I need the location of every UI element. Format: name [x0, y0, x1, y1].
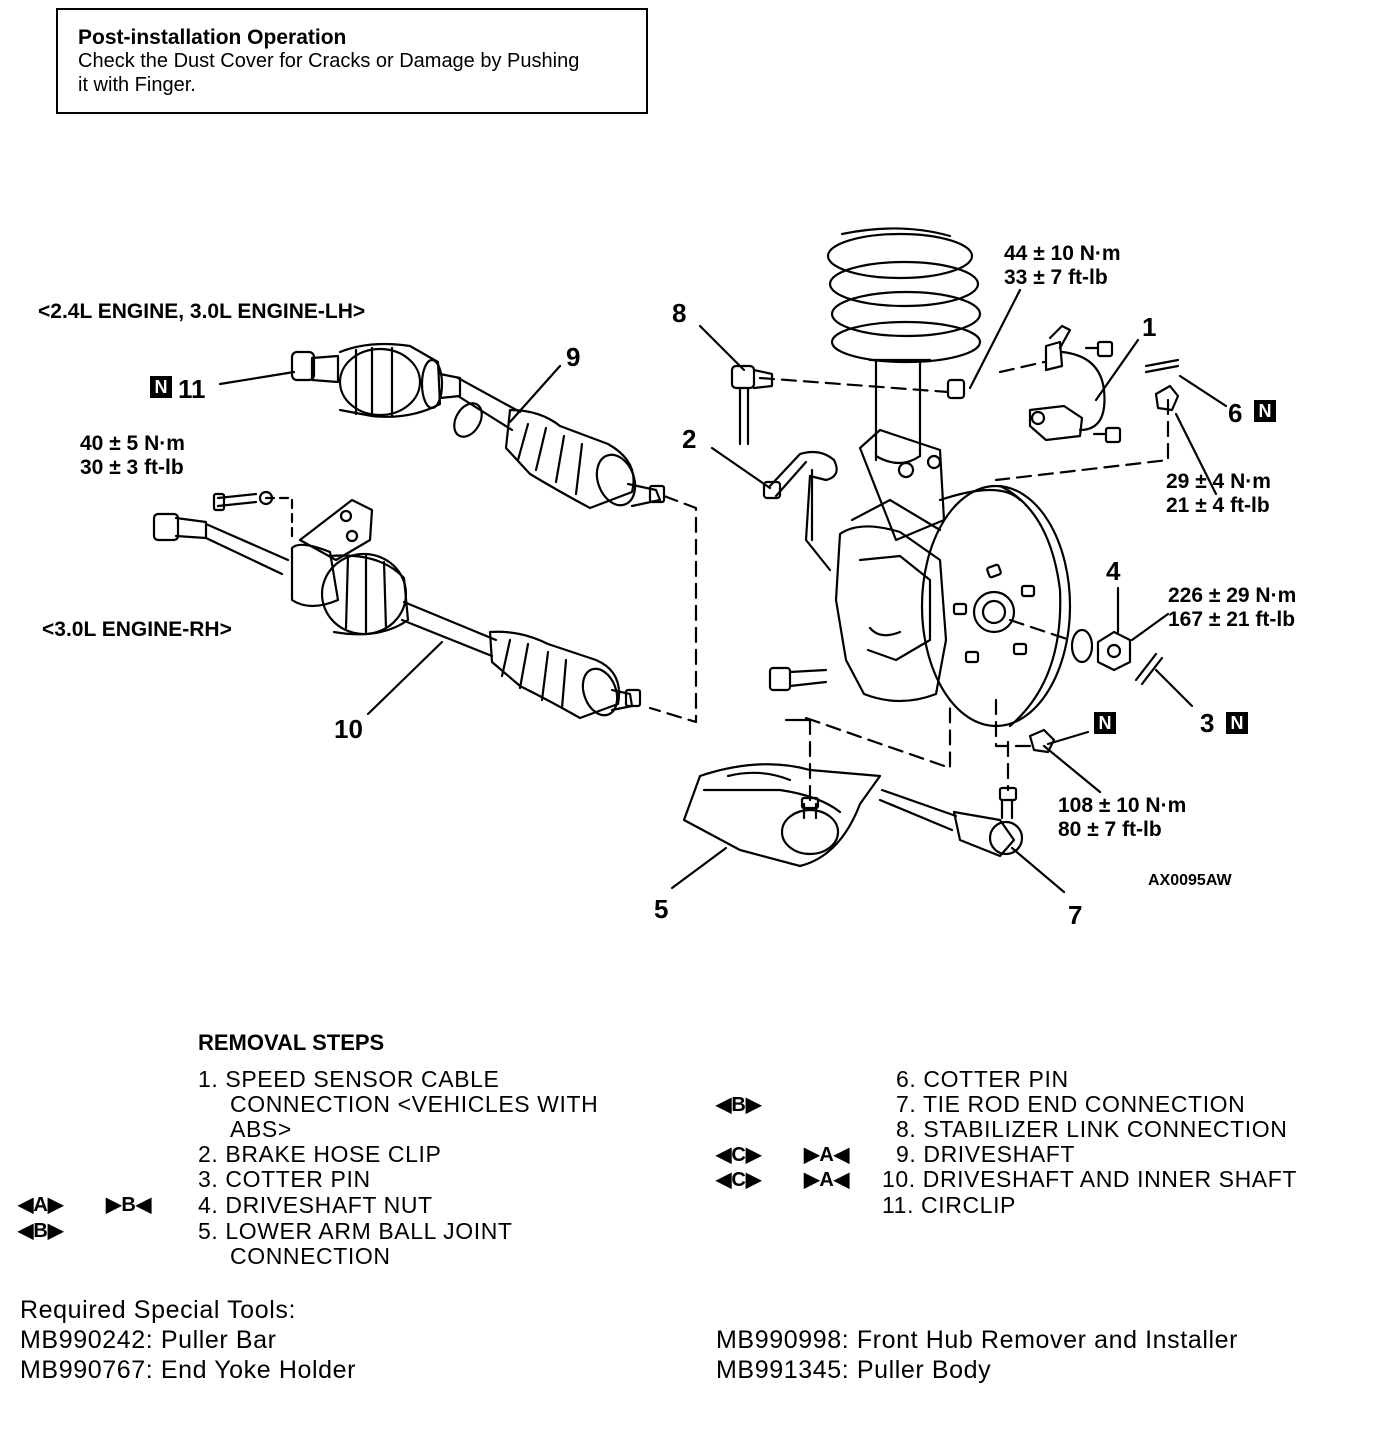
callout-1: 1 [1142, 312, 1157, 342]
ref-mark-a-removal: ◀A▶ [18, 1194, 64, 1216]
torque-strut-nm: 44 ± 10 N·m [1004, 242, 1121, 265]
step-line: 8. STABILIZER LINK CONNECTION [896, 1116, 1288, 1142]
ref-mark-c-removal: ◀C▶ [716, 1169, 762, 1191]
alignment-lines [648, 360, 1170, 802]
callout-7: 7 [1068, 900, 1083, 930]
ref-mark-c-removal: ◀C▶ [716, 1144, 762, 1166]
new-part-icon: N [150, 376, 172, 398]
engine-rh-label: <3.0L ENGINE-RH> [42, 618, 232, 641]
lower-arm [682, 763, 882, 868]
torque-bracket-ftlb: 30 ± 3 ft-lb [80, 456, 184, 479]
tie-rod-end [878, 786, 1024, 858]
step-line: 10. DRIVESHAFT AND INNER SHAFT [882, 1166, 1298, 1192]
new-part-icon: N [1254, 400, 1276, 422]
step-line: 1. SPEED SENSOR CABLE [198, 1066, 500, 1092]
step-line: CONNECTION [230, 1243, 391, 1269]
callout-10: 10 [334, 714, 363, 744]
torque-sensor-nm: 29 ± 4 N·m [1166, 470, 1271, 493]
removal-steps-title: REMOVAL STEPS [198, 1030, 385, 1055]
hub-and-brake [762, 450, 1072, 728]
tool-item: MB990242: Puller Bar [20, 1326, 277, 1354]
tool-item: MB990767: End Yoke Holder [20, 1356, 357, 1384]
torque-tie-rod-ftlb: 80 ± 7 ft-lb [1058, 818, 1162, 841]
upper-driveshaft [290, 342, 666, 510]
note-line-1: Check the Dust Cover for Cracks or Damag… [78, 50, 580, 72]
ref-mark-b-installation: ▶B◀ [106, 1194, 152, 1216]
step-line: 7. TIE ROD END CONNECTION [896, 1091, 1246, 1117]
callout-11: 11 [178, 374, 206, 404]
torque-bracket-nm: 40 ± 5 N·m [80, 432, 185, 455]
callout-3: 3 [1200, 708, 1215, 738]
torque-hub-nut-nm: 226 ± 29 N·m [1168, 584, 1297, 607]
step-line: 3. COTTER PIN [198, 1166, 371, 1192]
engine-lh-label: <2.4L ENGINE, 3.0L ENGINE-LH> [38, 300, 366, 323]
fasteners [1028, 358, 1180, 754]
callout-4: 4 [1106, 556, 1121, 586]
tool-item: MB990998: Front Hub Remover and Installe… [716, 1326, 1239, 1354]
new-part-icon: N [1094, 712, 1116, 734]
step-line: 6. COTTER PIN [896, 1066, 1069, 1092]
step-line: 2. BRAKE HOSE CLIP [198, 1141, 442, 1167]
leader-lines [218, 288, 1228, 894]
callout-2: 2 [682, 424, 697, 454]
note-title: Post-installation Operation [78, 26, 347, 49]
torque-strut-ftlb: 33 ± 7 ft-lb [1004, 266, 1108, 289]
step-line: ABS> [230, 1116, 292, 1142]
callout-9: 9 [566, 342, 581, 372]
note-line-2: it with Finger. [78, 74, 196, 96]
ref-mark-b-removal: ◀B▶ [716, 1094, 762, 1116]
exploded-view-drawing [152, 227, 1228, 894]
lower-driveshaft [152, 490, 642, 720]
tool-item: MB991345: Puller Body [716, 1356, 992, 1384]
callout-6: 6 [1228, 398, 1243, 428]
torque-hub-nut-ftlb: 167 ± 21 ft-lb [1168, 608, 1296, 631]
step-line: 9. DRIVESHAFT [896, 1141, 1076, 1167]
step-line: CONNECTION <VEHICLES WITH [230, 1091, 599, 1117]
step-line: 11. CIRCLIP [882, 1192, 1016, 1218]
figure-code: AX0095AW [1148, 872, 1232, 889]
step-line: 4. DRIVESHAFT NUT [198, 1192, 433, 1218]
new-part-icon: N [1226, 712, 1248, 734]
callout-8: 8 [672, 298, 687, 328]
torque-sensor-ftlb: 21 ± 4 ft-lb [1166, 494, 1270, 517]
ref-mark-b-removal: ◀B▶ [18, 1220, 64, 1242]
tools-title: Required Special Tools: [20, 1296, 296, 1324]
post-installation-note: Post-installation Operation Check the Du… [56, 8, 648, 114]
torque-tie-rod-nm: 108 ± 10 N·m [1058, 794, 1187, 817]
strut-assembly [826, 227, 982, 542]
step-line: 5. LOWER ARM BALL JOINT [198, 1218, 513, 1244]
ref-mark-a-installation: ▶A◀ [804, 1169, 850, 1191]
ref-mark-a-installation: ▶A◀ [804, 1144, 850, 1166]
stabilizer-link [730, 364, 966, 446]
callout-5: 5 [654, 894, 669, 924]
